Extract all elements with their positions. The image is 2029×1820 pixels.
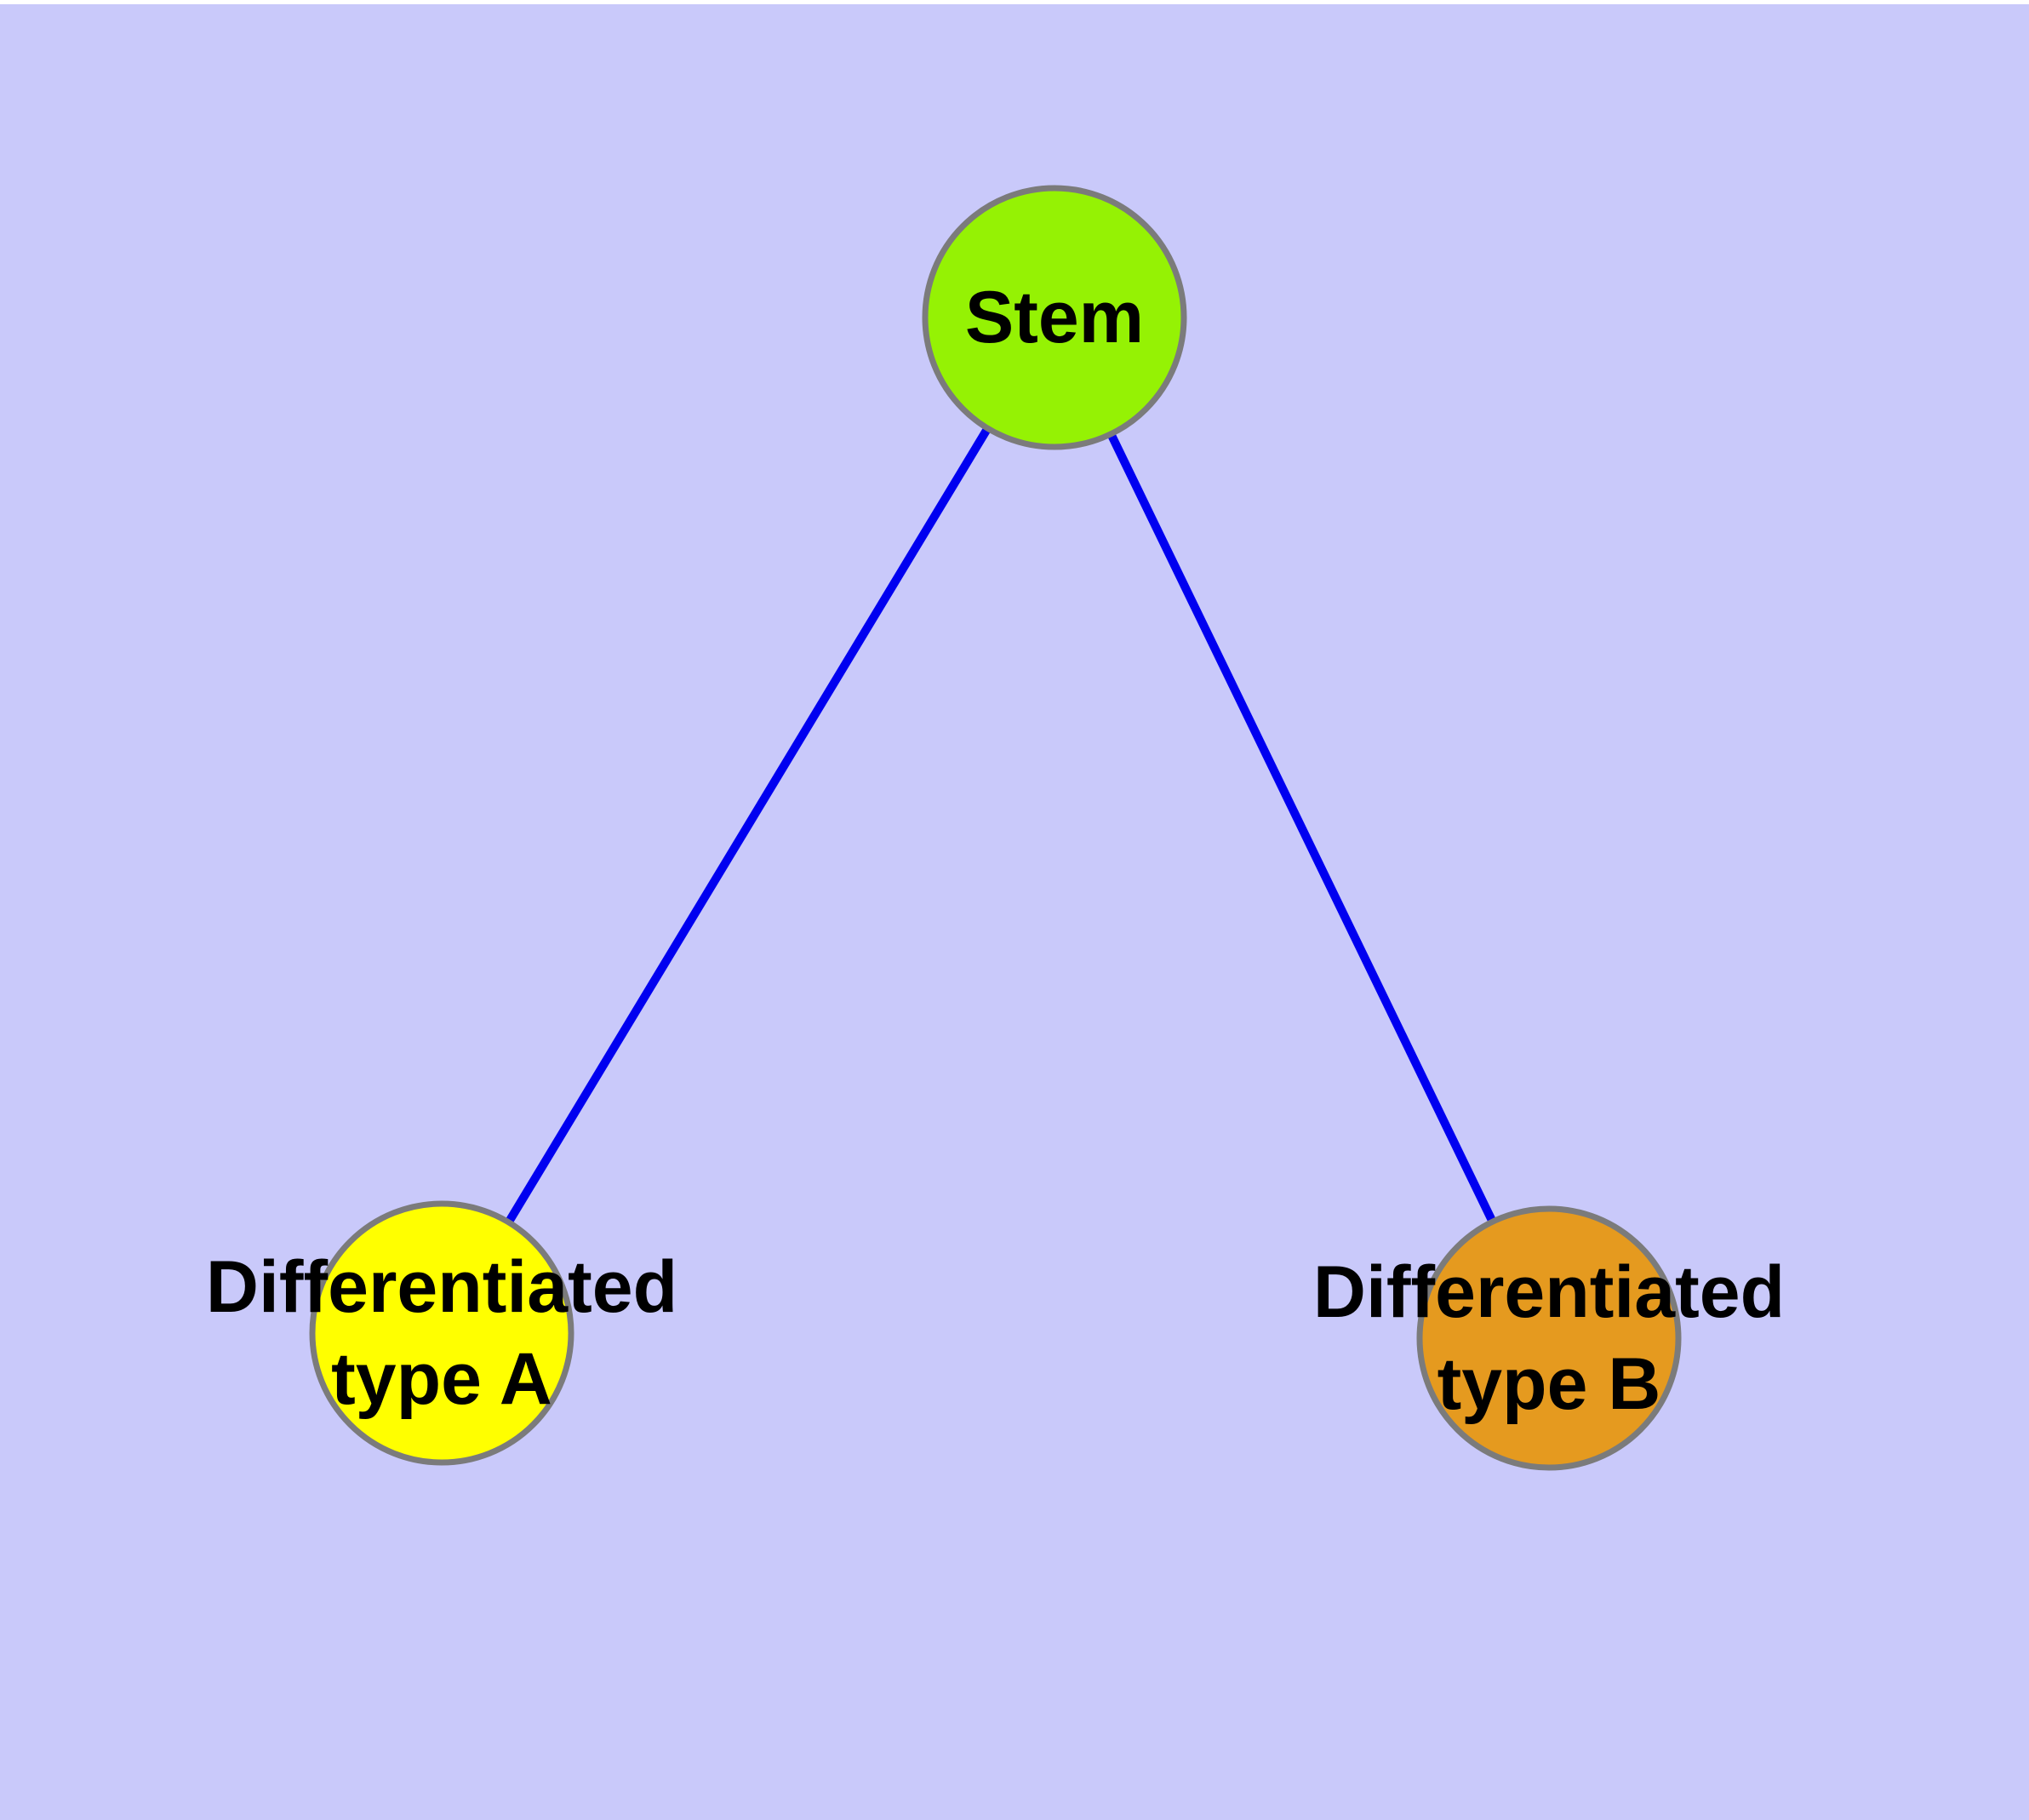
node-label-diff-b: Differentiated type B	[1313, 1251, 1785, 1425]
node-label-line: type B	[1437, 1343, 1661, 1425]
node-label-line: Differentiated	[1313, 1251, 1785, 1333]
node-label-line: type A	[331, 1338, 552, 1420]
node-circle-diff-a	[309, 1200, 574, 1466]
node-label-diff-a: Differentiated type A	[206, 1246, 677, 1420]
node-diff-b: Differentiated type B	[1313, 1205, 1785, 1471]
node-stem: Stem	[922, 185, 1187, 450]
node-diff-a: Differentiated type A	[206, 1200, 677, 1466]
node-label-line: Stem	[965, 277, 1144, 358]
top-margin-strip	[0, 0, 2029, 4]
node-circle-diff-b	[1416, 1205, 1682, 1471]
edge-stem-diff-b	[1050, 315, 1553, 1341]
edges-layer	[437, 315, 1553, 1341]
node-label-line: Differentiated	[206, 1246, 677, 1328]
node-label-stem: Stem	[965, 277, 1144, 358]
node-circle-stem	[922, 185, 1187, 450]
edge-stem-diff-a	[437, 315, 1059, 1336]
